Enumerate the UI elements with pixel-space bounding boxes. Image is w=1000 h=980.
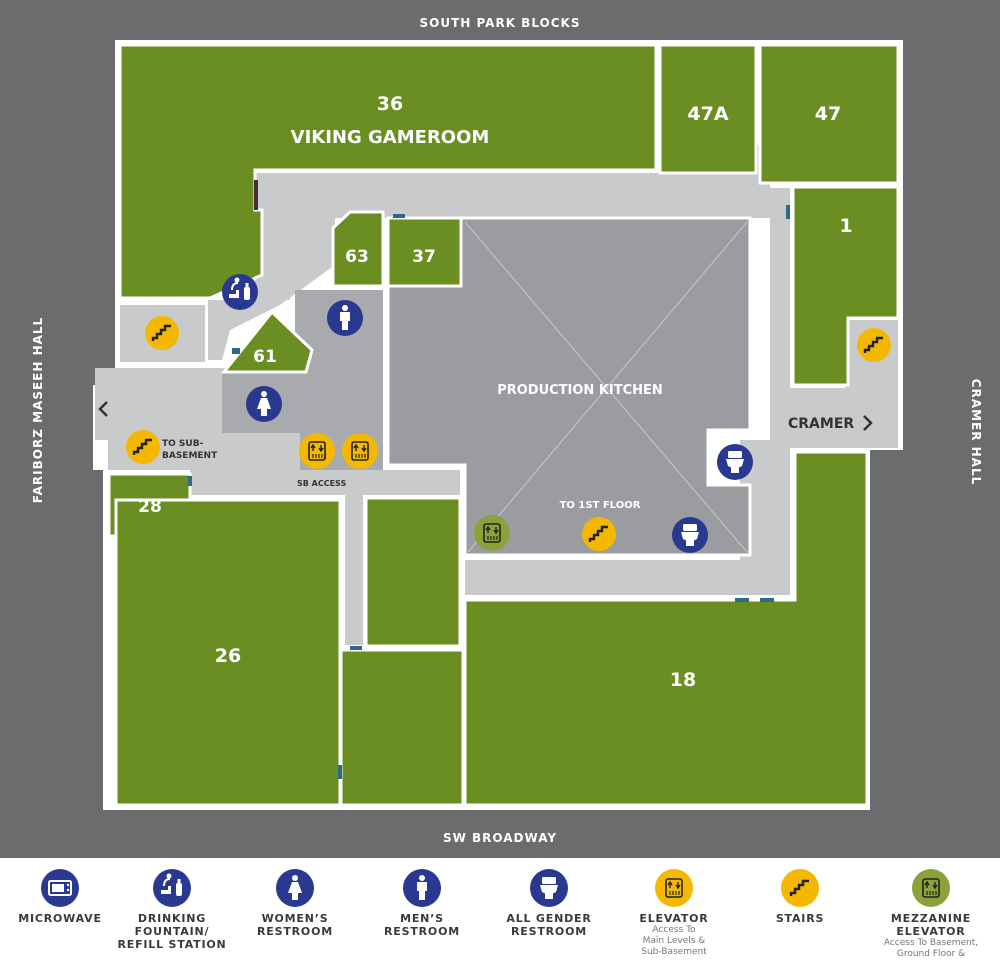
legend-label: MEZZANINE ELEVATOR [890,912,972,938]
mezzanine-elevator-icon [912,869,950,907]
all-gender-restroom-icon[interactable] [672,517,708,553]
room-61 [220,309,314,374]
legend-label: ELEVATOR [639,912,709,925]
sb-access-label: SB ACCESS [297,479,346,488]
doors [188,180,790,779]
mezzanine-elevator-icon[interactable] [474,515,510,551]
legend-item-microwave: MICROWAVE [0,868,120,925]
drinking-fountain-icon[interactable] [222,274,258,310]
sub-basement-label-2: BASEMENT [162,451,218,461]
stairs-icon[interactable] [145,316,179,350]
first-floor-label: TO 1ST FLOOR [560,500,641,511]
room-37 [386,216,463,288]
stairs-icon [781,869,819,907]
elevator-icon [655,869,693,907]
mens-restroom-icon [403,869,441,907]
legend: MICROWAVE DRINKING FOUNTAIN/ REFILL STAT… [0,858,1000,980]
room-47-number: 47 [815,103,841,125]
all-gender-restroom-icon [530,869,568,907]
legend-label: ALL GENDER RESTROOM [506,912,592,938]
stairs-icon[interactable] [582,517,616,551]
left-exit-arrow-icon[interactable] [98,401,108,417]
street-left: FARIBORZ MASEEH HALL [31,317,45,503]
room-47a [658,43,758,175]
cramer-label: CRAMER [788,416,854,432]
kitchen-label: PRODUCTION KITCHEN [497,383,663,398]
legend-sublabel: Access To Main Levels & Sub-Basement [641,925,707,957]
room-47 [758,43,900,185]
room-28-number: 28 [138,497,162,517]
floor-map: SOUTH PARK BLOCKS SW BROADWAY FARIBORZ M… [0,0,1000,858]
microwave-icon [41,869,79,907]
street-top: SOUTH PARK BLOCKS [419,16,580,30]
room-63-number: 63 [345,247,369,267]
womens-restroom-icon[interactable] [246,386,282,422]
mens-restroom-icon[interactable] [327,300,363,336]
street-right: CRAMER HALL [969,379,983,486]
room-36-name: VIKING GAMEROOM [291,127,490,148]
room-61-number: 61 [253,347,277,367]
legend-label: MEN’S RESTROOM [384,912,460,938]
legend-sublabel: Access To Basement, Ground Floor & [883,938,979,959]
room-18 [463,450,869,807]
womens-restroom-icon [276,869,314,907]
room-47a-number: 47A [687,103,728,125]
room-36 [118,43,658,300]
room-1-number: 1 [839,215,852,237]
room-37-number: 37 [412,247,436,267]
legend-item-elevator: ELEVATOR Access To Main Levels & Sub-Bas… [614,868,734,958]
legend-item-drinking-fountain: DRINKING FOUNTAIN/ REFILL STATION [112,868,232,951]
room-63 [331,210,385,288]
room-36-number: 36 [377,93,403,115]
sub-basement-label-1: TO SUB- [162,439,204,449]
production-kitchen [386,216,752,557]
room-26-number: 26 [215,645,241,667]
drinking-fountain-icon [153,869,191,907]
room-lower-mid [339,648,465,807]
stairs-icon[interactable] [857,328,891,362]
room-upper-mid [364,496,462,648]
legend-item-stairs: STAIRS [740,868,860,925]
legend-label: STAIRS [775,912,825,925]
legend-label: DRINKING FOUNTAIN/ REFILL STATION [117,912,227,951]
legend-label: WOMEN’S RESTROOM [257,912,333,938]
legend-item-womens-restroom: WOMEN’S RESTROOM [235,868,355,938]
room-18-number: 18 [670,669,696,691]
legend-item-mezzanine-elevator: MEZZANINE ELEVATOR Access To Basement, G… [866,868,996,960]
elevator-icon[interactable] [299,433,335,469]
legend-label: MICROWAVE [18,912,102,925]
cramer-arrow-icon[interactable] [863,415,873,431]
all-gender-restroom-icon[interactable] [717,444,753,480]
legend-item-mens-restroom: MEN’S RESTROOM [362,868,482,938]
kitchen-roof-lines [464,221,748,553]
elevator-icon[interactable] [342,433,378,469]
stairs-icon[interactable] [126,430,160,464]
street-bottom: SW BROADWAY [443,831,557,845]
rooms [107,43,900,807]
room-1 [791,185,900,387]
legend-item-all-gender-restroom: ALL GENDER RESTROOM [489,868,609,938]
